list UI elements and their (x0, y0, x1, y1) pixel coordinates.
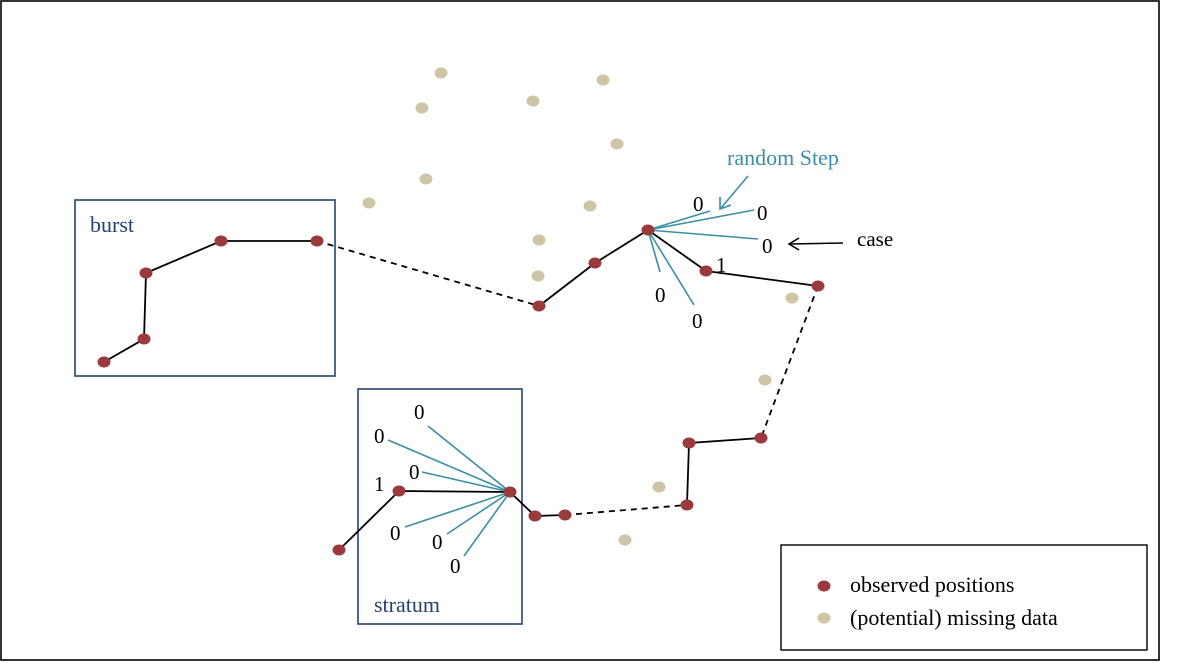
random-step-line (463, 491, 511, 557)
step-value: 1 (374, 472, 385, 496)
stratum-box (357, 388, 523, 625)
missing-point (785, 292, 799, 304)
missing-point (415, 102, 429, 114)
observed-point (310, 235, 324, 247)
legend-missing-label: (potential) missing data (850, 605, 1058, 630)
observed-point (558, 509, 572, 521)
missing-point (531, 270, 545, 282)
observed-point (754, 432, 768, 444)
legend-observed-label: observed positions (850, 572, 1014, 597)
step-value: 0 (409, 460, 420, 484)
gap-path (564, 504, 688, 516)
legend-observed-marker (817, 580, 831, 592)
random-step-line (421, 471, 511, 493)
legend-missing-marker (817, 612, 831, 624)
observed-point (699, 265, 713, 277)
step-value: 0 (757, 201, 768, 225)
step-value: 0 (374, 424, 385, 448)
case-label: case (857, 227, 893, 251)
random-step-line (647, 209, 755, 231)
random-steps-upper (647, 209, 759, 306)
missing-point (618, 534, 632, 546)
missing-point (526, 95, 540, 107)
missing-point (434, 67, 448, 79)
missing-points (362, 67, 799, 546)
legend: observed positions (potential) missing d… (780, 544, 1148, 651)
observed-points (97, 224, 825, 556)
observed-point (588, 257, 602, 269)
case-arrow (789, 242, 844, 245)
observed-point (811, 280, 825, 292)
observed-point (528, 510, 542, 522)
random-step-line (647, 229, 759, 240)
stratum-label: stratum (374, 592, 440, 617)
observed-point (332, 544, 346, 556)
observed-point (503, 486, 517, 498)
random-step-line (647, 229, 695, 306)
observed-point (680, 499, 694, 511)
step-value: 0 (432, 530, 443, 554)
random-steps-lower (387, 425, 511, 557)
missing-point (362, 197, 376, 209)
step-value: 1 (716, 253, 727, 277)
missing-point (596, 74, 610, 86)
gap-path (316, 240, 540, 307)
burst-label: burst (90, 212, 134, 237)
random-step-arrow (720, 175, 749, 209)
random-step-arrow-head (719, 197, 732, 211)
observed-point (214, 235, 228, 247)
missing-point (583, 200, 597, 212)
missing-point (652, 481, 666, 493)
step-value: 0 (692, 309, 703, 333)
random-step-label: random Step (727, 145, 839, 170)
observed-point (392, 485, 406, 497)
observed-point (682, 437, 696, 449)
observed-point (97, 356, 111, 368)
random-step-line (427, 425, 511, 493)
random-step-line (647, 229, 661, 273)
random-step-line (387, 439, 511, 493)
observed-point (641, 224, 655, 236)
step-value: 0 (693, 192, 704, 216)
step-value: 0 (390, 521, 401, 545)
observed-point (137, 333, 151, 345)
step-value: 0 (762, 234, 773, 258)
missing-point (532, 234, 546, 246)
observed-point (139, 267, 153, 279)
missing-point (419, 173, 433, 185)
step-value: 0 (655, 283, 666, 307)
legend-box (780, 544, 1148, 651)
missing-point (758, 374, 772, 386)
case-arrow-head (787, 237, 800, 251)
missing-point (610, 138, 624, 150)
gap-path (760, 285, 819, 439)
step-value: 0 (414, 400, 425, 424)
random-step-line (647, 210, 711, 231)
step-value: 0 (450, 554, 461, 578)
burst-box (74, 199, 336, 377)
random-step-line (404, 491, 511, 528)
random-step-line (446, 491, 511, 535)
observed-point (532, 300, 546, 312)
